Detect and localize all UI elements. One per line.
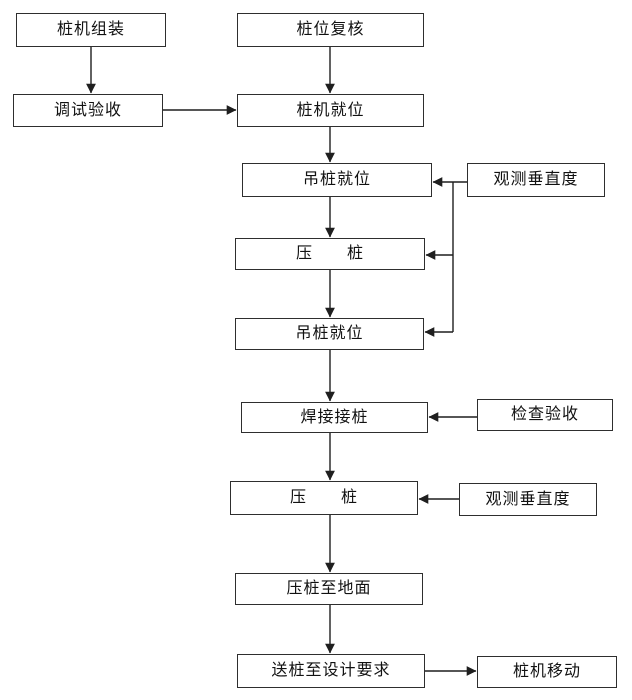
node-observe-verticality-1: 观测垂直度 [467,163,605,197]
node-inspection-acceptance: 检查验收 [477,399,613,431]
node-send-pile-to-design-requirement: 送桩至设计要求 [237,654,425,688]
node-label: 检查验收 [510,406,579,423]
node-label: 压桩至地面 [286,580,372,597]
node-label: 吊桩就位 [302,171,371,188]
node-pile-position-recheck: 桩位复核 [237,13,424,47]
node-label: 桩机移动 [512,663,581,680]
node-label: 桩机就位 [296,101,365,119]
node-pile-rig-in-position: 桩机就位 [237,94,424,127]
node-label: 观测垂直度 [493,171,579,188]
node-hoist-pile-in-position-2: 吊桩就位 [235,318,424,350]
node-label: 桩位复核 [296,21,365,38]
node-label: 压 桩 [295,245,364,262]
node-press-pile-to-ground: 压桩至地面 [235,573,423,605]
node-label: 送桩至设计要求 [271,662,391,679]
node-label: 桩机组装 [56,21,125,38]
node-label: 观测垂直度 [485,490,571,508]
node-hoist-pile-in-position-1: 吊桩就位 [242,163,432,197]
node-press-pile-1: 压 桩 [235,238,425,270]
node-weld-pile-splice: 焊接接桩 [241,402,428,433]
node-label: 吊桩就位 [295,325,364,342]
node-pile-rig-move: 桩机移动 [477,656,617,688]
node-pile-rig-assembly: 桩机组装 [16,13,166,47]
node-debug-and-acceptance: 调试验收 [13,94,163,127]
node-label: 压 桩 [289,489,358,506]
node-press-pile-2: 压 桩 [230,481,418,515]
node-label: 焊接接桩 [300,408,369,426]
node-observe-verticality-2: 观测垂直度 [459,483,597,516]
node-label: 调试验收 [53,101,122,119]
